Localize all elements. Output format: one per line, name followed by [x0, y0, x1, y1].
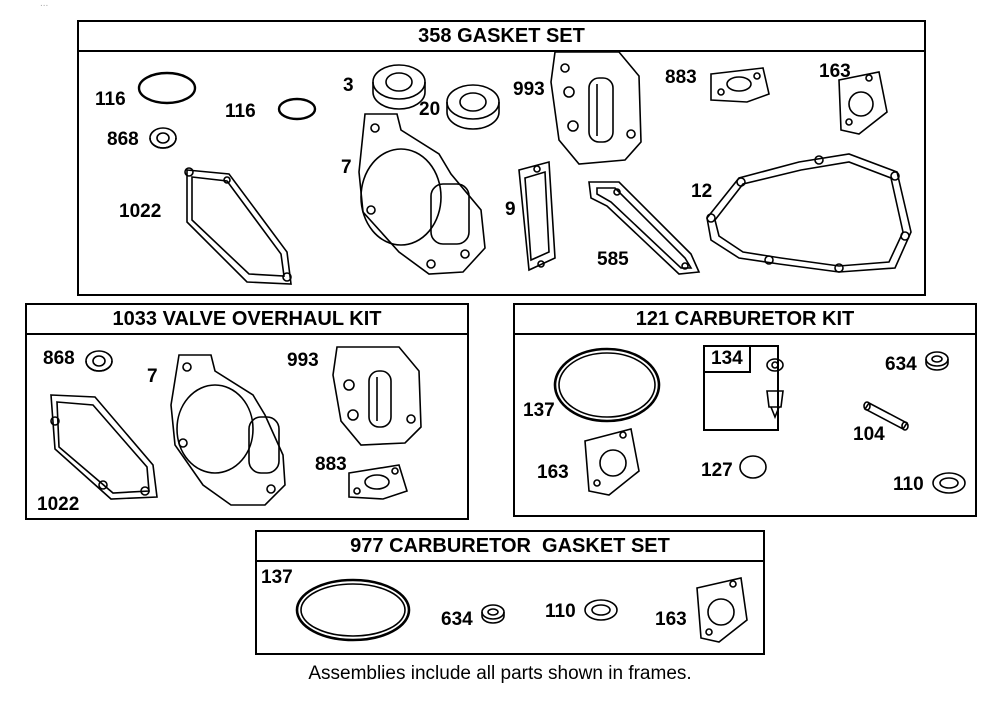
label-116-a: 116 — [95, 89, 126, 110]
part-163-gasket — [584, 428, 640, 496]
label-9: 9 — [505, 199, 516, 220]
part-110-washer — [584, 599, 618, 621]
label-12: 12 — [691, 181, 713, 202]
gasket-set-art — [137, 51, 912, 285]
label-634: 634 — [441, 609, 473, 630]
carb-kit-title: 121 CARBURETOR KIT — [515, 305, 975, 335]
carb-gasket-frame: 977 CARBURETOR GASKET SET 137 634 110 16… — [255, 530, 765, 655]
part-137-ring — [553, 347, 661, 423]
label-163: 163 — [655, 609, 687, 630]
part-110-washer — [932, 472, 966, 494]
valve-kit-art — [50, 346, 422, 506]
label-20: 20 — [419, 99, 441, 120]
part-134-needle — [766, 358, 784, 420]
label-127: 127 — [701, 460, 733, 481]
part-116-ring-small — [277, 97, 317, 121]
label-104: 104 — [853, 424, 885, 445]
part-883-gasket — [710, 67, 770, 103]
part-104-pin — [863, 401, 909, 431]
label-634: 634 — [885, 354, 917, 375]
gasket-set-title: 358 GASKET SET — [79, 22, 924, 52]
label-134: 134 — [705, 347, 751, 373]
part-3-bearing — [372, 64, 426, 110]
label-163: 163 — [537, 462, 569, 483]
part-993-plate — [332, 346, 422, 446]
part-20-bearing — [446, 84, 500, 130]
part-634-washer — [481, 604, 505, 624]
carb-gasket-art — [295, 577, 748, 643]
carb-kit-frame: 121 CARBURETOR KIT 134 137 634 104 163 1… — [513, 303, 977, 517]
label-110: 110 — [893, 474, 924, 495]
label-3: 3 — [343, 75, 354, 96]
carb-gasket-title: 977 CARBURETOR GASKET SET — [257, 532, 763, 562]
part-163-gasket — [838, 71, 888, 135]
label-868: 868 — [107, 129, 139, 150]
label-116-b: 116 — [225, 101, 256, 122]
label-137: 137 — [523, 400, 555, 421]
label-1022: 1022 — [119, 201, 162, 222]
part-12-crankcase-gasket — [706, 153, 912, 273]
part-137-ring — [295, 578, 411, 642]
label-7: 7 — [341, 157, 352, 178]
valve-kit-title: 1033 VALVE OVERHAUL KIT — [27, 305, 467, 335]
label-7: 7 — [147, 366, 158, 387]
footer-note: Assemblies include all parts shown in fr… — [308, 663, 692, 684]
part-993-plate — [550, 51, 642, 165]
valve-kit-frame: 1033 VALVE OVERHAUL KIT 868 7 993 1022 8… — [25, 303, 469, 520]
part-9-gasket — [518, 160, 556, 272]
header-stub: ... — [40, 0, 49, 9]
part-634-washer — [925, 351, 949, 371]
part-1022-gasket — [50, 394, 158, 500]
part-127-plug — [739, 455, 767, 479]
part-868-seal — [149, 127, 177, 149]
part-134-subframe: 134 — [703, 345, 779, 431]
part-163-gasket — [696, 577, 748, 643]
label-137: 137 — [261, 567, 293, 588]
label-110: 110 — [545, 601, 576, 622]
part-116-ring-large — [137, 71, 197, 105]
part-7-head-gasket — [170, 354, 286, 506]
label-1022: 1022 — [37, 494, 80, 515]
part-585-gasket — [588, 181, 701, 275]
label-993: 993 — [513, 79, 545, 100]
label-163: 163 — [819, 61, 851, 82]
gasket-set-frame: 358 GASKET SET — [77, 20, 926, 296]
label-883: 883 — [315, 454, 347, 475]
carb-kit-art — [553, 347, 966, 496]
part-868-seal — [85, 350, 113, 372]
label-868: 868 — [43, 348, 75, 369]
part-883-gasket — [348, 464, 408, 500]
part-1022-gasket — [186, 169, 292, 285]
label-585: 585 — [597, 249, 629, 270]
label-883: 883 — [665, 67, 697, 88]
label-993: 993 — [287, 350, 319, 371]
